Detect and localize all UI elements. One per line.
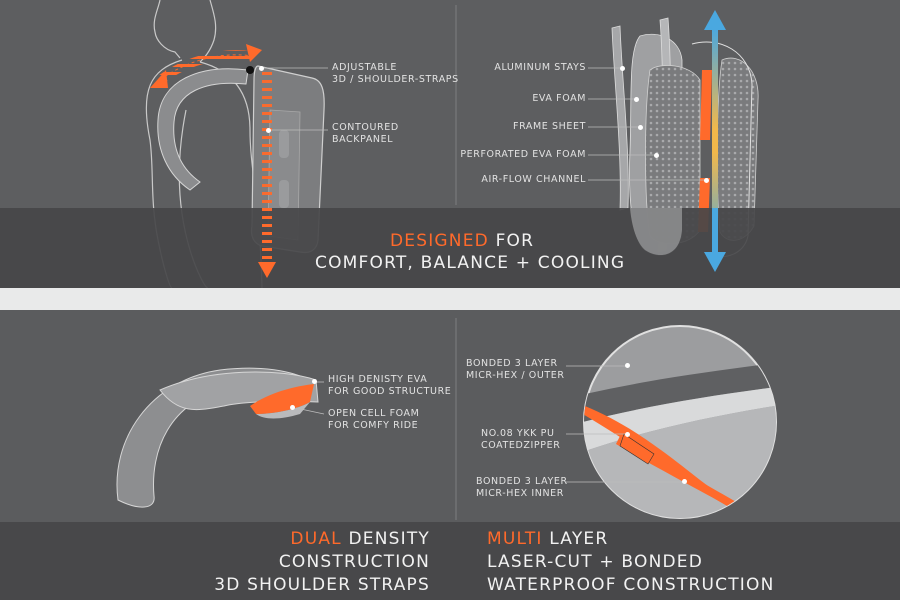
callout-dot: [625, 432, 630, 437]
label-high-density-2: FOR GOOD STRUCTURE: [328, 386, 452, 397]
exploded-backpanel: [611, 10, 759, 272]
label-high-density-1: HIGH DENISTY EVA: [328, 374, 428, 385]
caption-highlight: MULTI: [487, 529, 543, 549]
callout-dot: [266, 128, 271, 133]
bottom-left-caption-line2: CONSTRUCTION: [278, 552, 430, 572]
top-caption-band: [0, 208, 900, 288]
callout-dot: [625, 363, 630, 368]
top-caption-line1: DESIGNED FOR: [390, 230, 534, 252]
label-inner-2: MICR-HEX INNER: [476, 488, 564, 499]
label-frame-sheet: FRAME SHEET: [513, 121, 586, 132]
label-eva-foam: EVA FOAM: [532, 93, 586, 104]
callout-dot: [259, 66, 264, 71]
top-illustration: [145, 0, 759, 288]
caption-text: LAYER: [542, 529, 609, 549]
caption-text: DENSITY: [341, 529, 430, 549]
label-airflow-channel: AIR-FLOW CHANNEL: [481, 174, 586, 185]
shoulder-curve-arrow: [150, 44, 262, 88]
label-inner-1: BONDED 3 LAYER: [476, 476, 568, 487]
label-perforated-eva: PERFORATED EVA FOAM: [460, 149, 586, 160]
label-open-cell-1: OPEN CELL FOAM: [328, 408, 420, 419]
strap-3d: [116, 367, 319, 508]
bottom-right-caption-line2: LASER-CUT + BONDED: [487, 552, 704, 572]
top-panel: ADJUSTABLE 3D / SHOULDER-STRAPS CONTOURE…: [0, 0, 900, 288]
bottom-right-caption-line1: MULTI LAYER: [487, 528, 608, 550]
zipper-magnifier: [583, 325, 777, 519]
callout-dot: [634, 97, 639, 102]
section-separator: [0, 288, 900, 310]
callout-dot: [290, 405, 295, 410]
label-straps-line1: ADJUSTABLE: [332, 62, 397, 73]
bottom-right-caption-line3: WATERPROOF CONSTRUCTION: [487, 575, 775, 595]
caption-highlight: DESIGNED: [390, 231, 489, 251]
label-open-cell-2: FOR COMFY RIDE: [328, 420, 419, 431]
caption-text: FOR: [488, 231, 535, 251]
bottom-panel: HIGH DENISTY EVA FOR GOOD STRUCTURE OPEN…: [0, 310, 900, 600]
bottom-illustration: [116, 318, 777, 520]
callout-dot: [638, 125, 643, 130]
label-outer-2: MICR-HEX / OUTER: [466, 370, 565, 381]
label-backpanel-line1: CONTOURED: [332, 122, 399, 133]
label-straps-line2: 3D / SHOULDER-STRAPS: [332, 74, 459, 85]
bottom-left-caption-line3: 3D SHOULDER STRAPS: [214, 575, 430, 595]
label-backpanel-line2: BACKPANEL: [332, 134, 394, 145]
callout-dot: [312, 379, 317, 384]
bottom-caption-band: [0, 522, 900, 600]
caption-highlight: DUAL: [290, 529, 342, 549]
callout-dot: [704, 178, 709, 183]
label-zipper-2: COATEDZIPPER: [481, 440, 561, 451]
callout-dot: [654, 153, 659, 158]
label-outer-1: BONDED 3 LAYER: [466, 358, 558, 369]
label-aluminum-stays: ALUMINUM STAYS: [494, 62, 586, 73]
bottom-left-caption-line1: DUAL DENSITY: [290, 528, 430, 550]
callout-dot: [620, 66, 625, 71]
callout-dot: [682, 479, 687, 484]
label-zipper-1: NO.08 YKK PU: [481, 428, 555, 439]
shoulder-strap: [157, 68, 249, 191]
top-caption-line2: COMFORT, BALANCE + COOLING: [315, 253, 626, 273]
